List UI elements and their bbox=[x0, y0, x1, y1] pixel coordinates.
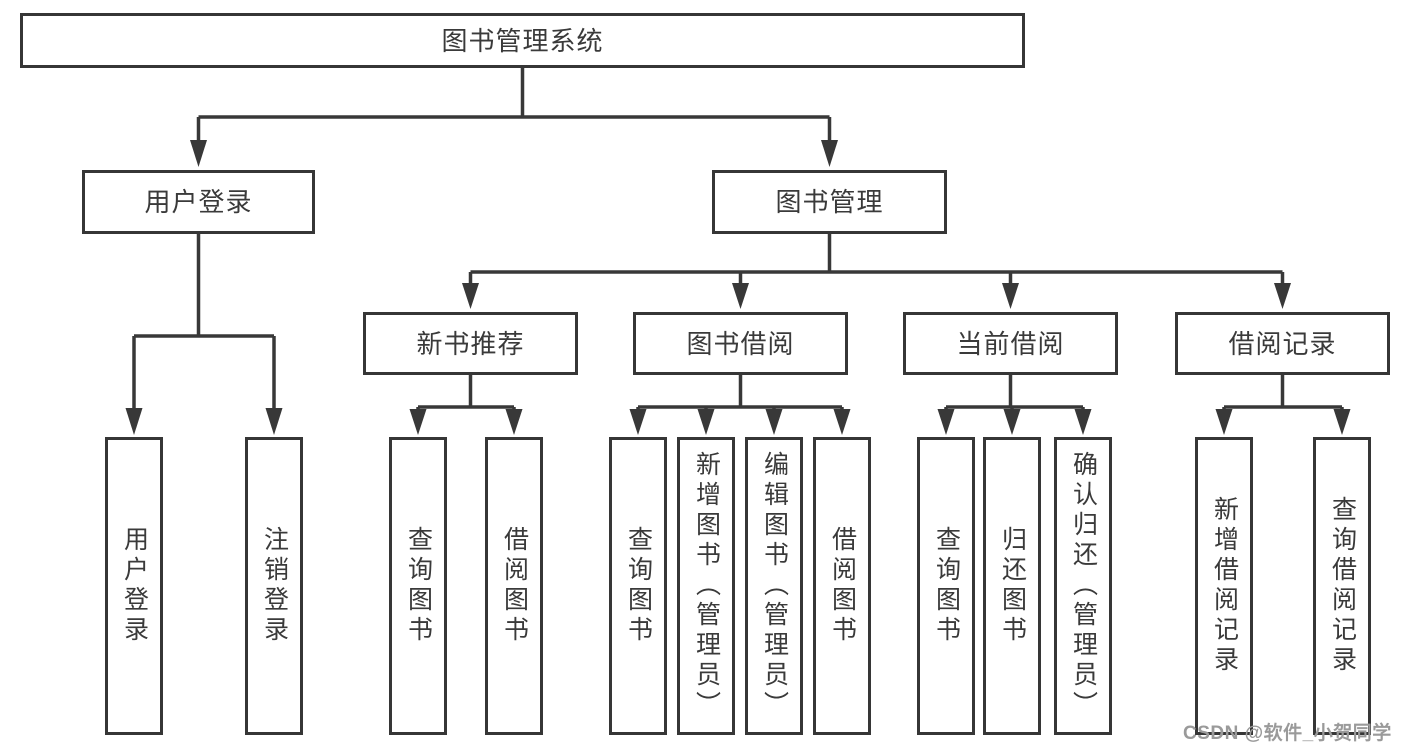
leaf-user-login: 用户登录 bbox=[105, 437, 163, 735]
arrowhead-icons bbox=[125, 140, 1351, 435]
csdn-watermark: CSDN @软件_小贺同学 bbox=[1183, 723, 1392, 744]
leaf-edit-books-admin: 编辑图书（管理员） bbox=[745, 437, 803, 735]
leaf-borrow-books: 借阅图书 bbox=[813, 437, 871, 735]
leaf-logout: 注销登录 bbox=[245, 437, 303, 735]
node-book-borrow: 图书借阅 bbox=[633, 312, 848, 375]
node-current-borrow: 当前借阅 bbox=[903, 312, 1118, 375]
node-book-management: 图书管理 bbox=[712, 170, 947, 234]
leaf-recommend-borrow-books: 借阅图书 bbox=[485, 437, 543, 735]
leaf-recommend-query-books: 查询图书 bbox=[389, 437, 447, 735]
node-borrow-records: 借阅记录 bbox=[1175, 312, 1390, 375]
node-user-login: 用户登录 bbox=[82, 170, 315, 234]
node-root: 图书管理系统 bbox=[20, 13, 1025, 68]
leaf-add-books-admin: 新增图书（管理员） bbox=[677, 437, 735, 735]
leaf-return-books: 归还图书 bbox=[983, 437, 1041, 735]
leaf-borrow-query-books: 查询图书 bbox=[609, 437, 667, 735]
node-new-book-recommend: 新书推荐 bbox=[363, 312, 578, 375]
leaf-confirm-return-admin: 确认归还（管理员） bbox=[1054, 437, 1112, 735]
leaf-current-query-books: 查询图书 bbox=[917, 437, 975, 735]
leaf-query-borrow-record: 查询借阅记录 bbox=[1313, 437, 1371, 735]
leaf-add-borrow-record: 新增借阅记录 bbox=[1195, 437, 1253, 735]
